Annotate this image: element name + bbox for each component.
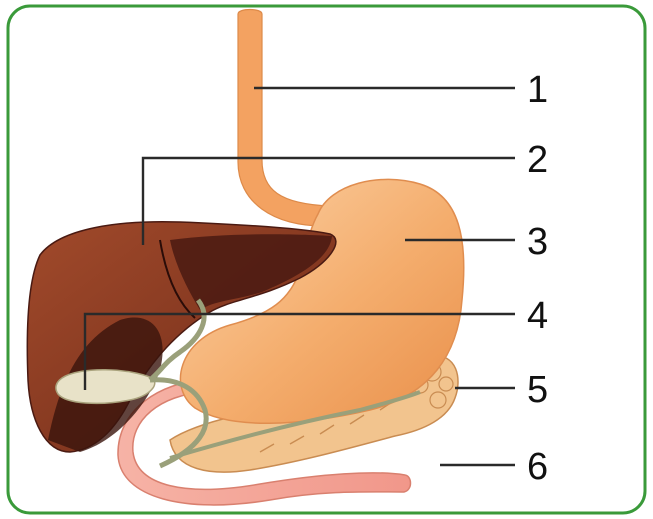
label-3: 3 <box>527 221 548 263</box>
label-4: 4 <box>527 295 548 337</box>
label-1: 1 <box>527 69 548 111</box>
label-2: 2 <box>527 139 548 181</box>
label-6: 6 <box>527 446 548 488</box>
label-5: 5 <box>527 369 548 411</box>
